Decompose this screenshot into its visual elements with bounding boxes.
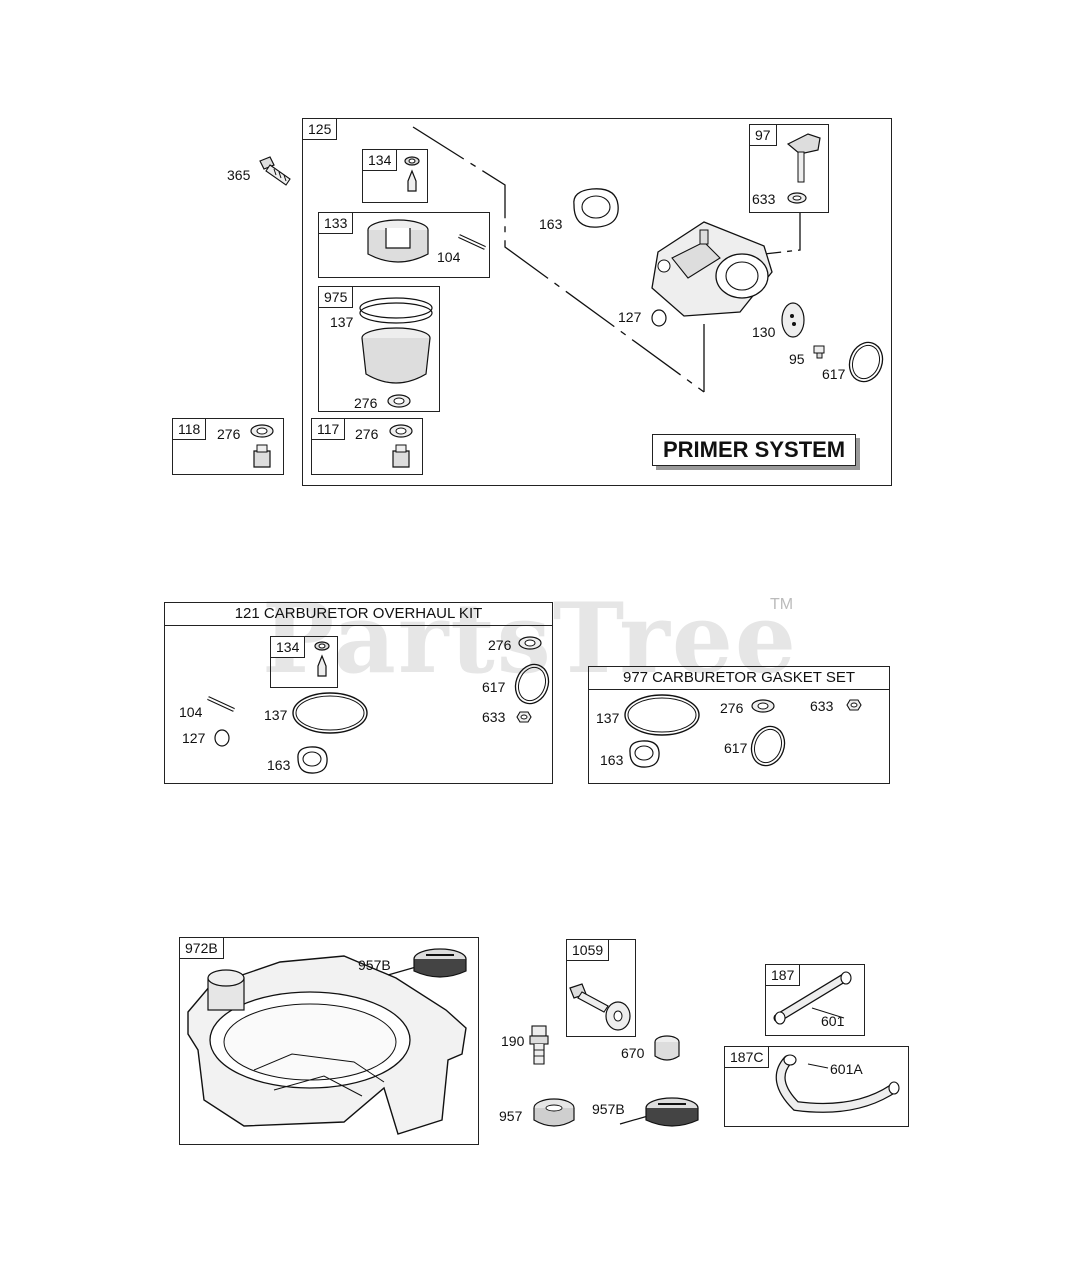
kit-977-label-137: 137	[596, 710, 620, 726]
needle-valve-icon	[314, 641, 330, 677]
fuel-tank-icon	[187, 955, 467, 1135]
primer-sub-97: 97	[749, 124, 829, 213]
kit-977-label-276: 276	[720, 700, 744, 716]
sub-1059: 1059	[566, 939, 636, 1037]
primer-sub-117: 117	[311, 418, 423, 475]
throttle-plate-icon	[781, 302, 805, 338]
kit-977-label-617: 617	[724, 740, 748, 756]
seal-icon	[516, 711, 532, 723]
fuel-tank-tag: 972B	[180, 938, 224, 959]
primer-sub-975: 975	[318, 286, 440, 412]
fuel-tank-cap-label: 957B	[358, 957, 391, 973]
primer-sub-134: 134	[362, 149, 428, 203]
o-ring-small-icon	[214, 729, 230, 747]
fuel-fitting-icon	[529, 1025, 549, 1065]
primer-sub-133: 133	[318, 212, 490, 278]
float-pin-icon	[207, 696, 235, 712]
o-ring-small-icon	[651, 309, 667, 327]
bowl-nut-icon	[389, 424, 413, 468]
kit-121-label-617: 617	[482, 679, 506, 695]
gasket-icon	[573, 188, 619, 228]
float-bowl-icon	[359, 297, 433, 384]
kit-977-label-163: 163	[600, 752, 624, 768]
primer-sub-97-label: 633	[752, 191, 776, 207]
needle-valve-icon	[404, 156, 420, 192]
carburetor-icon	[651, 221, 773, 317]
sub-118-tag: 118	[173, 419, 207, 440]
watermark-tm: TM	[770, 596, 794, 613]
float-icon	[367, 219, 429, 263]
washer-icon	[751, 699, 775, 713]
seal-icon	[846, 699, 862, 711]
fuel-tank-frame: 972B	[179, 937, 479, 1145]
o-ring-large-icon	[750, 725, 786, 767]
primer-connector-lines	[412, 126, 801, 393]
fuel-cap-icon	[533, 1098, 575, 1127]
kit-121-sub-134: 134	[270, 636, 338, 688]
kit-121-label-163: 163	[267, 757, 291, 773]
bowl-gasket-icon	[292, 692, 368, 734]
kit-121-title: 121 CARBURETOR OVERHAUL KIT	[165, 603, 552, 626]
sub-187: 187	[765, 964, 865, 1036]
shoulder-bolt-icon	[569, 983, 631, 1031]
kit-977-title: 977 CARBURETOR GASKET SET	[589, 667, 889, 690]
o-ring-large-icon	[848, 341, 884, 383]
primer-sub-117-tag: 117	[312, 419, 346, 440]
label-957: 957	[499, 1108, 523, 1124]
primer-sub-134-tag: 134	[363, 150, 398, 171]
primer-system-title: PRIMER SYSTEM	[652, 434, 857, 466]
carburetor-overhaul-kit: 121 CARBURETOR OVERHAUL KIT	[164, 602, 553, 784]
sub-187c-tag: 187C	[725, 1047, 770, 1068]
float-pin-icon	[458, 234, 486, 250]
label-365: 365	[227, 167, 251, 183]
bowl-nut-icon	[250, 424, 274, 468]
primer-label-137: 137	[330, 314, 354, 330]
choke-lever-icon	[786, 133, 821, 204]
kit-121-label-137: 137	[264, 707, 288, 723]
primer-sub-133-tag: 133	[319, 213, 354, 234]
primer-label-95: 95	[789, 351, 805, 367]
o-ring-large-icon	[514, 663, 550, 705]
primer-label-617: 617	[822, 366, 846, 382]
primer-system-frame: 125	[302, 118, 892, 486]
fuel-line-icon	[773, 971, 852, 1025]
washer-icon	[387, 394, 411, 408]
carburetor-gasket-set: 977 CARBURETOR GASKET SET	[588, 666, 890, 784]
sub-187-tag: 187	[766, 965, 801, 986]
kit-121-sub-134-tag: 134	[271, 637, 306, 658]
sub-187-label: 601	[821, 1013, 845, 1029]
sub-187c-label: 601A	[830, 1061, 863, 1077]
kit-121-label-104: 104	[179, 704, 203, 720]
bowl-gasket-icon	[624, 694, 700, 736]
gasket-icon	[297, 746, 328, 774]
sub-118-label: 276	[217, 426, 241, 442]
bushing-icon	[654, 1035, 680, 1061]
primer-label-130: 130	[752, 324, 776, 340]
vented-cap-icon	[619, 1097, 699, 1127]
primer-sub-975-tag: 975	[319, 287, 354, 308]
formed-fuel-line-icon	[775, 1054, 900, 1113]
bolt-icon	[259, 156, 291, 186]
primer-label-104: 104	[437, 249, 461, 265]
label-957b: 957B	[592, 1101, 625, 1117]
label-670: 670	[621, 1045, 645, 1061]
primer-main-tag: 125	[303, 119, 338, 140]
primer-sub-97-tag: 97	[750, 125, 777, 146]
vented-cap-icon	[387, 948, 467, 978]
sub-1059-tag: 1059	[567, 940, 610, 961]
primer-label-276: 276	[354, 395, 378, 411]
screw-small-icon	[813, 345, 825, 359]
primer-label-163: 163	[539, 216, 563, 232]
sub-118: 118	[172, 418, 284, 475]
label-190: 190	[501, 1033, 525, 1049]
gasket-icon	[629, 740, 660, 768]
primer-sub-117-label: 276	[355, 426, 379, 442]
kit-121-label-276: 276	[488, 637, 512, 653]
kit-977-label-633: 633	[810, 698, 834, 714]
sub-187c: 187C	[724, 1046, 909, 1127]
washer-icon	[518, 636, 542, 650]
kit-121-label-127: 127	[182, 730, 206, 746]
primer-label-127: 127	[618, 309, 642, 325]
kit-121-label-633: 633	[482, 709, 506, 725]
